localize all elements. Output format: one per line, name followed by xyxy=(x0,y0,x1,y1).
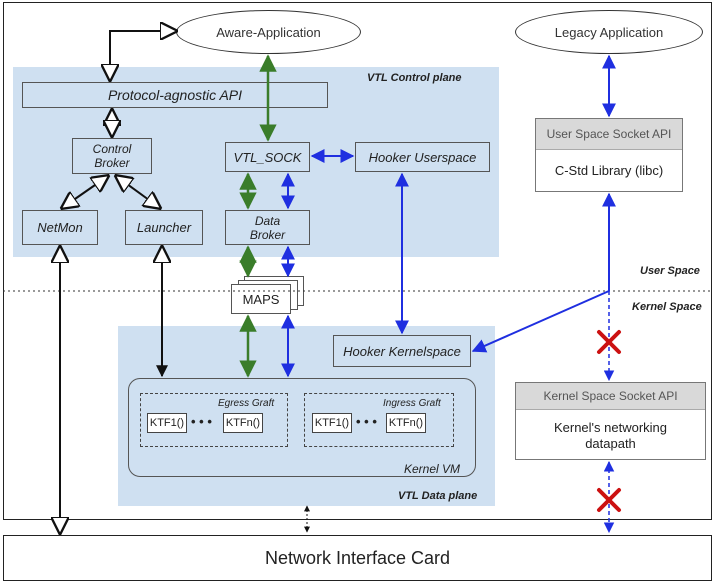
outer-frame xyxy=(3,2,712,520)
control-broker-box: Control Broker xyxy=(72,138,152,174)
data-plane-title: VTL Data plane xyxy=(398,490,478,502)
kernel-socket-api-label: Kernel Space Socket API xyxy=(543,389,678,403)
control-broker-to-launcher-arrow xyxy=(116,176,160,208)
datapath-label-2: datapath xyxy=(585,436,636,451)
control-broker-label-2: Broker xyxy=(94,156,130,170)
data-broker-label-2: Broker xyxy=(249,227,286,242)
kernel-socket-api-header: Kernel Space Socket API xyxy=(516,383,705,410)
egress-ktfn-label: KTFn() xyxy=(225,417,261,429)
ingress-ktfn-label: KTFn() xyxy=(388,417,424,429)
vtl-sock-label: VTL_SOCK xyxy=(233,149,302,165)
hooker-userspace-box: Hooker Userspace xyxy=(355,142,490,172)
ingress-graft-label: Ingress Graft xyxy=(383,398,441,409)
blocked-cross-icon-lower xyxy=(597,488,621,512)
network-interface-card: Network Interface Card xyxy=(3,535,712,581)
ingress-ktf1-box: KTF1() xyxy=(312,413,352,433)
user-socket-api-header: User Space Socket API xyxy=(536,119,682,150)
data-broker-label-1: Data xyxy=(254,213,281,228)
control-broker-label-1: Control xyxy=(92,142,132,156)
netmon-box: NetMon xyxy=(22,210,98,245)
user-space-label: User Space xyxy=(640,265,700,277)
libc-label: C-Std Library (libc) xyxy=(554,163,664,178)
aware-to-api-arrow xyxy=(110,31,176,80)
egress-graft-box xyxy=(140,393,288,447)
egress-graft-label: Egress Graft xyxy=(218,398,275,409)
egress-ktfn-box: KTFn() xyxy=(223,413,263,433)
protocol-agnostic-api-box: Protocol-agnostic API xyxy=(22,82,328,108)
egress-ktf1-box: KTF1() xyxy=(147,413,187,433)
aware-application-label: Aware-Application xyxy=(216,24,321,40)
egress-dots: • • • xyxy=(191,414,212,429)
kernel-space-label: Kernel Space xyxy=(632,301,702,313)
protocol-agnostic-api-label: Protocol-agnostic API xyxy=(107,87,243,103)
ingress-ktf1-label: KTF1() xyxy=(314,417,350,429)
netmon-label: NetMon xyxy=(37,220,83,235)
legacy-application: Legacy Application xyxy=(515,10,703,54)
hooker-kernelspace-label: Hooker Kernelspace xyxy=(343,343,461,359)
launcher-box: Launcher xyxy=(125,210,203,245)
egress-ktf1-label: KTF1() xyxy=(149,417,185,429)
data-broker-box: Data Broker xyxy=(225,210,310,245)
hooker-userspace-label: Hooker Userspace xyxy=(368,149,477,165)
hooker-kernelspace-box: Hooker Kernelspace xyxy=(333,335,471,367)
user-socket-stack: User Space Socket API C-Std Library (lib… xyxy=(535,118,683,192)
maps-doc-front: MAPS xyxy=(231,284,291,314)
maps-label: MAPS xyxy=(242,291,280,307)
vtl-sock-box: VTL_SOCK xyxy=(225,142,310,172)
control-plane-title: VTL Control plane xyxy=(367,72,462,84)
legacy-application-label: Legacy Application xyxy=(554,24,664,40)
datapath-label-1: Kernel's networking xyxy=(553,420,668,435)
kernel-vm-label: Kernel VM xyxy=(404,462,461,476)
kernel-socket-stack: Kernel Space Socket API Kernel's network… xyxy=(515,382,706,460)
blocked-cross-icon-upper xyxy=(597,330,621,354)
ingress-graft-box xyxy=(304,393,454,447)
ingress-dots: • • • xyxy=(356,414,377,429)
user-socket-api-label: User Space Socket API xyxy=(546,127,672,141)
launcher-label: Launcher xyxy=(136,220,192,235)
libc-to-hooker-kernel-blue xyxy=(471,290,610,353)
nic-label: Network Interface Card xyxy=(264,547,451,568)
aware-application: Aware-Application xyxy=(176,10,361,54)
control-broker-to-netmon-arrow xyxy=(62,176,108,208)
ingress-ktfn-box: KTFn() xyxy=(386,413,426,433)
